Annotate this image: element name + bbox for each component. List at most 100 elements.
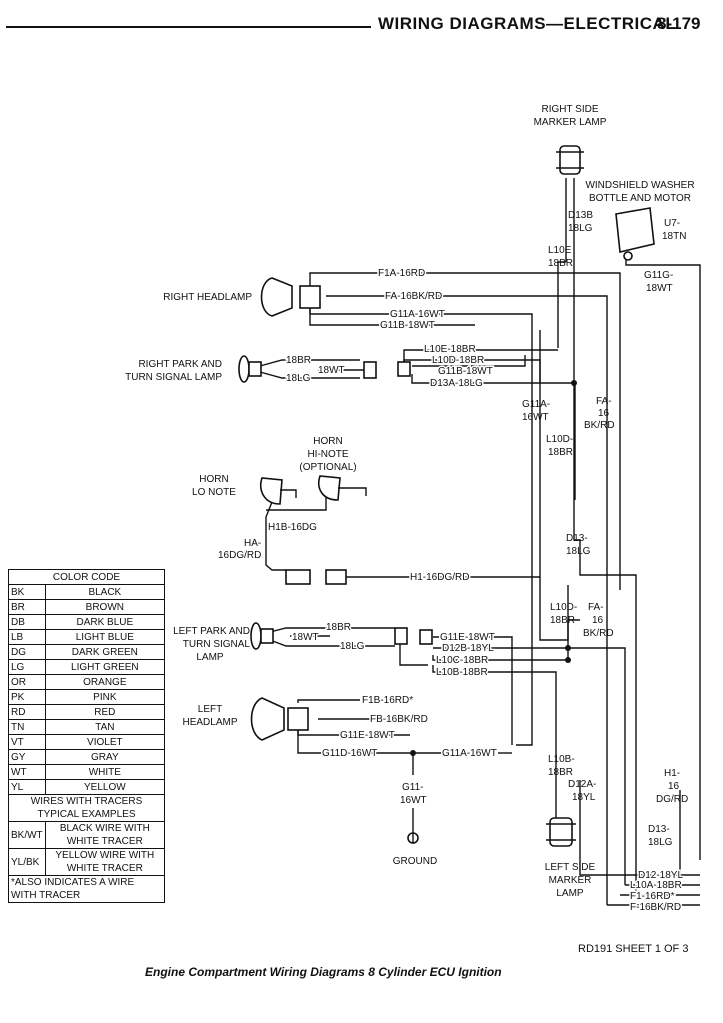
wire-label: 16DG/RD: [218, 550, 261, 561]
wire-label: F1B-16RD*: [362, 695, 413, 706]
wire-label: L10A-18BR: [630, 880, 682, 891]
page-caption: Engine Compartment Wiring Diagrams 8 Cyl…: [145, 965, 502, 979]
horn-connector-icon: [285, 569, 347, 585]
washer-label-1: WINDSHIELD WASHER: [585, 180, 694, 191]
wire-label: G11G-: [644, 270, 673, 281]
wire-label: FA-: [588, 602, 604, 613]
wire-label: H1B-16DG: [268, 522, 317, 533]
wire-label: G11D-16WT: [322, 748, 377, 759]
splice-dot: [565, 645, 571, 651]
wire-label: L10C-18BR: [436, 655, 488, 666]
horn-hi-note-icon: [318, 475, 367, 501]
wire-label: BK/RD: [583, 628, 614, 639]
wire-label: 18YL: [572, 792, 596, 803]
tracer-title: WIRES WITH TRACERS TYPICAL EXAMPLES: [8, 794, 165, 822]
washer-motor-icon: [615, 207, 655, 261]
wire-label: H1-: [664, 768, 680, 779]
wire-label: D12B-18YL: [442, 643, 494, 654]
wire-label: 18LG: [566, 546, 591, 557]
color-code-title: COLOR CODE: [8, 569, 165, 585]
wire-label: 18LG: [340, 641, 365, 652]
wire-label: F1-16RD*: [630, 891, 675, 902]
wire-label: FA-: [596, 396, 612, 407]
right-headlamp-label: RIGHT HEADLAMP: [163, 292, 252, 303]
wire-label: G11E-18WT: [340, 730, 395, 741]
horn-hi-label-2: HI-NOTE: [307, 449, 348, 460]
wire-label: 18WT: [646, 283, 673, 294]
wire-label: 18WT: [292, 632, 319, 643]
wire-label: G11A-16WT: [442, 748, 497, 759]
wire-label: 16: [668, 781, 680, 792]
horn-hi-label-3: (OPTIONAL): [299, 462, 356, 473]
left-headlamp-icon: [250, 697, 309, 741]
wire-label: 18BR: [326, 622, 351, 633]
wire-label: L10B-18BR: [436, 667, 488, 678]
left-side-marker-lamp-icon: [546, 817, 576, 847]
wire-label: U7-: [664, 218, 680, 229]
wire-label: D13-: [648, 824, 670, 835]
left-side-marker-lamp-label-2: MARKER: [549, 875, 592, 886]
wire-label: 18LG: [286, 373, 311, 384]
right-park-lamp-icon: [238, 355, 411, 383]
wire-label: 18BR: [548, 258, 573, 269]
wire-label: FA-16BK/RD: [385, 291, 442, 302]
splice-dots: [410, 380, 577, 756]
wire-label: L10D-18BR: [432, 355, 484, 366]
wire-label: G11B-18WT: [380, 320, 435, 331]
wire-label: D13A-18LG: [430, 378, 483, 389]
wire-label: G11E-18WT: [440, 632, 495, 643]
washer-label-2: BOTTLE AND MOTOR: [589, 193, 691, 204]
right-side-marker-lamp-label-1: RIGHT SIDE: [541, 104, 598, 115]
splice-dot: [571, 380, 577, 386]
wire-label: 16WT: [522, 412, 549, 423]
wire-label: 18BR: [286, 355, 311, 366]
wire-label: L10D-: [546, 434, 573, 445]
wire-label: L10B-: [548, 754, 575, 765]
left-side-marker-lamp-label-3: LAMP: [556, 888, 584, 899]
wire-label: 18BR: [548, 767, 573, 778]
wire-label: G11A-16WT: [390, 309, 445, 320]
horn-hi-label-1: HORN: [313, 436, 342, 447]
header-rule: [6, 26, 371, 28]
wire-label: BK/RD: [584, 420, 615, 431]
wire-label: L10E: [548, 245, 572, 256]
wire-label: 18LG: [648, 837, 673, 848]
wire-label: 18WT: [318, 365, 345, 376]
left-headlamp-label-2: HEADLAMP: [182, 717, 237, 728]
wire-label: D12-18YL: [638, 870, 683, 881]
left-park-label-2: TURN SIGNAL: [183, 639, 251, 650]
right-side-marker-lamp-label-2: MARKER LAMP: [534, 117, 607, 128]
left-park-label-1: LEFT PARK AND: [173, 626, 250, 637]
wire-label: G11A-: [522, 399, 550, 410]
wire-label: 16: [592, 615, 604, 626]
wire-label: 18LG: [568, 223, 593, 234]
wire-label: 16WT: [400, 795, 427, 806]
wire-label: HA-: [244, 538, 261, 549]
splice-dot: [410, 750, 416, 756]
wire-label: D13-: [566, 533, 588, 544]
sheet-reference: RD191 SHEET 1 OF 3: [578, 943, 689, 955]
splice-dot: [565, 657, 571, 663]
wire-label: L10D-: [550, 602, 577, 613]
right-park-label-2: TURN SIGNAL LAMP: [125, 372, 222, 383]
left-park-lamp-icon: [250, 622, 433, 650]
left-side-marker-lamp-label-1: LEFT SIDE: [545, 862, 596, 873]
wire-label: F1A-16RD: [378, 268, 425, 279]
right-side-marker-lamp-icon: [556, 145, 584, 175]
wire-label: 18BR: [548, 447, 573, 458]
